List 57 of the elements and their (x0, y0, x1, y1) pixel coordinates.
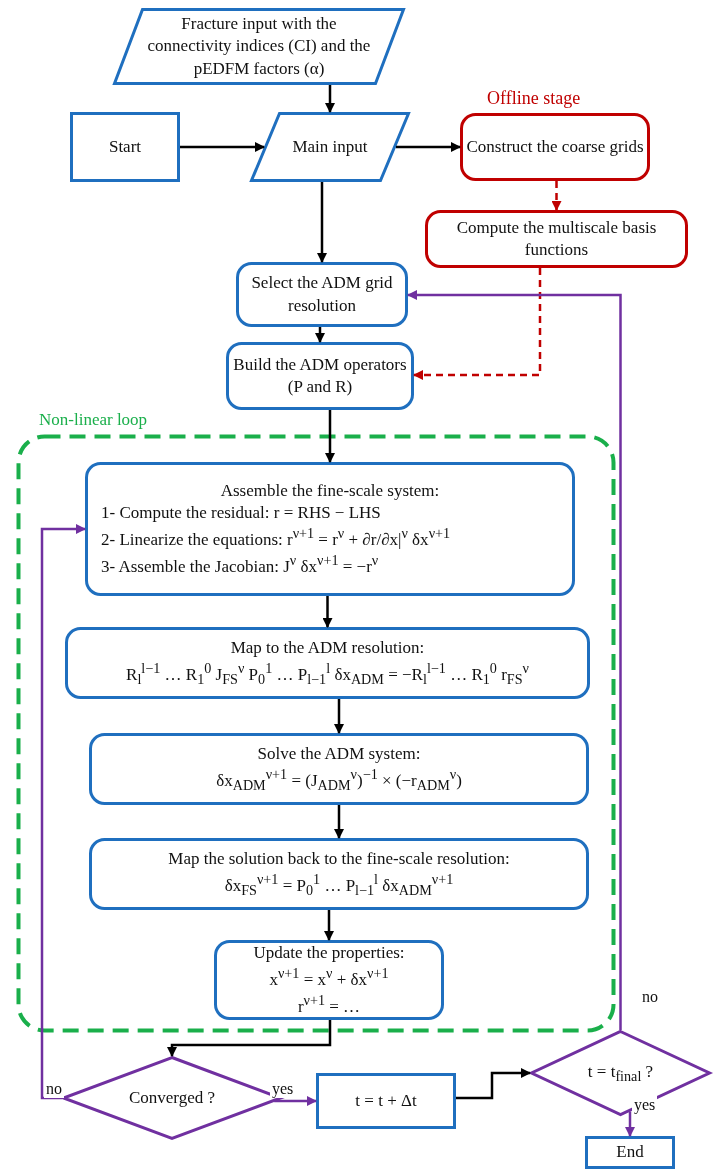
arrow (315, 327, 325, 343)
input-parallelogram (250, 112, 410, 182)
arrow (407, 290, 622, 1030)
arrow (40, 524, 86, 1100)
node-label: Converged ? (128, 1086, 216, 1109)
node-label: Build the ADM operators (P and R) (232, 353, 408, 398)
process-box (226, 342, 414, 410)
arrow (322, 596, 333, 628)
arrow (167, 1020, 332, 1057)
decision-diamond (530, 1030, 711, 1116)
arrow (325, 85, 335, 113)
equation-text: r$^{ν+1}$ = … (297, 991, 361, 1018)
node-label: Select the ADM grid resolution (250, 272, 394, 317)
node-label: Main input (292, 135, 368, 158)
loop-title: Non-linear loop (39, 409, 148, 431)
arrow (396, 142, 461, 152)
step-heading: Assemble the fine-scale system: (220, 480, 440, 503)
process-box (89, 733, 589, 805)
process-box (65, 627, 590, 699)
equation-text: δx$_{ADM}$$^{ν+1}$ = (J$_{ADM}$$^{ν}$)$^{−1}$ × (−r$_{ADM}$$^{ν}$) (216, 765, 462, 795)
terminal-box (585, 1136, 675, 1169)
node-label: Compute the multiscale basis functions (455, 216, 658, 261)
arrow (274, 1096, 317, 1106)
arrow (334, 699, 344, 734)
node-label: Start (108, 135, 142, 158)
node-label: t = t$_{final}$ ? (587, 1060, 654, 1086)
node-label: t = t + Δt (355, 1089, 417, 1112)
arrow (551, 181, 562, 211)
arrow (334, 805, 344, 839)
node-label: Construct the coarse grids (466, 135, 644, 158)
arrow (325, 410, 335, 463)
process-box (425, 210, 688, 268)
equation-text: x$^{ν+1}$ = x$^{ν}$ + δx$^{ν+1}$ (269, 964, 389, 991)
process-box (460, 113, 650, 181)
step-heading: Map to the ADM resolution: (230, 637, 425, 660)
process-box (89, 838, 589, 910)
node-label: Fracture input with the connectivity indices (CI) and the pEDFM factors (α) (146, 13, 372, 80)
terminal-box (70, 112, 180, 182)
arrow (456, 1068, 531, 1100)
arrow (413, 268, 542, 380)
step-text: 1- Compute the residual: r = RHS − LHS (101, 502, 381, 525)
process-box (85, 462, 575, 596)
arrow (324, 910, 334, 941)
step-text: 2- Linearize the equations: r$^{ν+1}$ = r$^{ν}$ + ∂r/∂x|$^{ν}$ δx$^{ν+1}$ (101, 524, 451, 551)
process-box (236, 262, 408, 327)
step-text: 3- Assemble the Jacobian: J$^{ν}$ δx$^{ν+1}$ = −r$^{ν}$ (101, 551, 379, 578)
step-heading: Map the solution back to the fine-scale resolution: (168, 848, 510, 871)
node-label: End (616, 1141, 644, 1164)
arrow (180, 142, 265, 152)
process-box (214, 940, 444, 1020)
input-parallelogram (113, 8, 405, 85)
process-box (316, 1073, 456, 1129)
edge-label: yes (632, 1096, 658, 1114)
arrow (317, 182, 327, 263)
step-heading: Update the properties: (253, 942, 405, 965)
arrow (625, 1111, 635, 1137)
step-heading: Solve the ADM system: (257, 743, 421, 766)
